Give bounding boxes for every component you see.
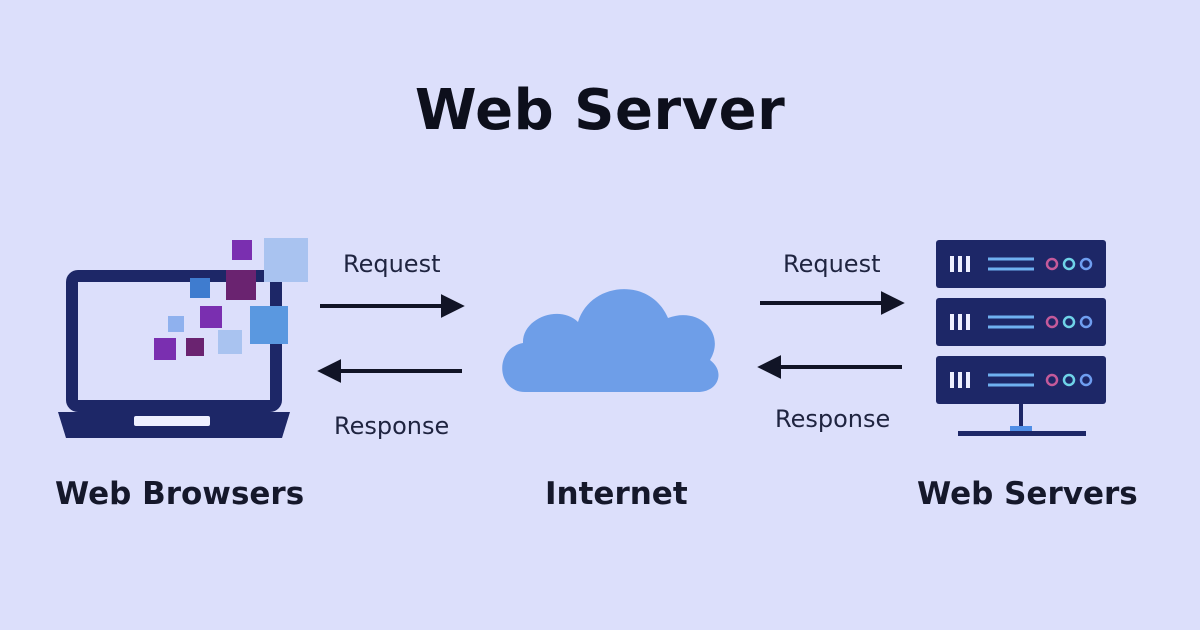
- laptop-icon: [58, 238, 308, 438]
- server-rack-icon: [936, 240, 1106, 436]
- right-response-label: Response: [775, 405, 891, 433]
- server-unit: [936, 298, 1106, 346]
- web-browsers-caption: Web Browsers: [55, 476, 305, 512]
- internet-caption: Internet: [545, 476, 688, 512]
- right-request-label: Request: [783, 250, 881, 278]
- server-unit: [936, 240, 1106, 288]
- left-response-label: Response: [334, 412, 450, 440]
- cloud-icon: [502, 289, 719, 392]
- web-servers-caption: Web Servers: [917, 476, 1138, 512]
- page-title: Web Server: [414, 78, 786, 143]
- left-request-label: Request: [343, 250, 441, 278]
- server-unit: [936, 356, 1106, 404]
